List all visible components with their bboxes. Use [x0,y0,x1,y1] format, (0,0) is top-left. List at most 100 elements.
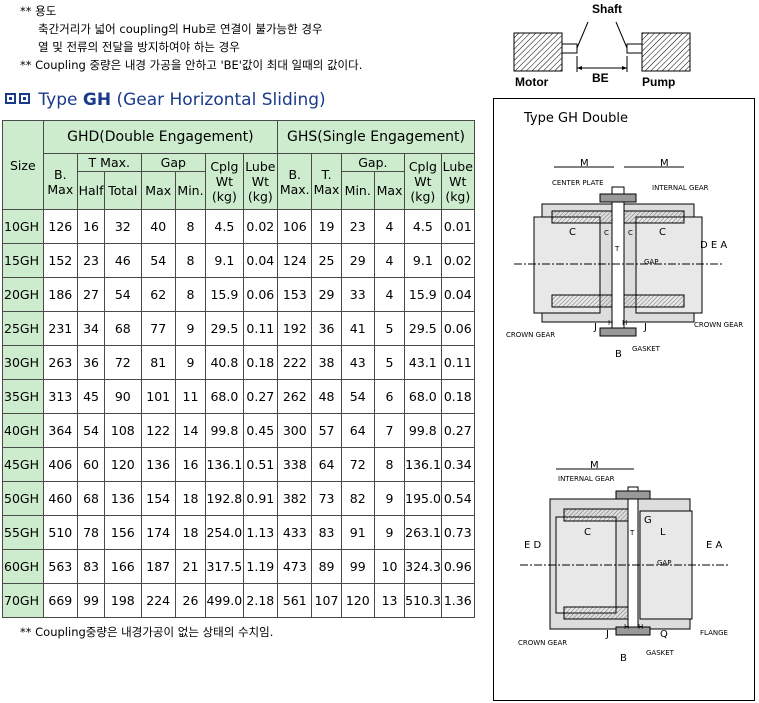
table-cell: 5 [373,311,406,346]
table-cell: 57 [311,413,342,448]
pump-shaft [626,43,643,54]
table-cell: 192 [277,311,313,346]
table-cell: 41 [340,311,375,346]
table-cell: 99.8 [205,413,244,448]
dim-h-left: H [608,319,613,327]
col-ghs-cplg-wt: Cplg Wt (kg) [404,153,442,210]
label-crown-gear-left: CROWN GEAR [506,331,555,339]
table-cell: 669 [42,583,79,618]
table-cell: 54 [76,413,106,448]
table-cell: 1.19 [242,549,279,584]
row-size: 60GH [2,549,44,584]
table-cell: 11 [174,379,207,414]
table-cell: 33 [340,277,375,312]
table-cell: 0.34 [440,447,476,482]
table-cell: 16 [174,447,207,482]
table-cell: 25 [311,243,342,278]
table-cell: 0.91 [242,481,279,516]
dim-j-right: J [643,322,647,333]
table-cell: 126 [42,209,79,244]
col-ghd-lube-wt: Lube Wt (kg) [242,153,279,210]
table-cell: 136 [104,481,142,516]
table-cell: 78 [76,515,106,550]
gh-spec-table: Size GHD(Double Engagement) GHS(Single E… [2,120,476,618]
col-ghd-t-max: T Max. [77,153,142,172]
table-cell: 8 [174,209,207,244]
dim-e-a: E A [706,540,722,551]
col-ghs-gap: Gap. [340,153,406,172]
table-cell: 166 [104,549,142,584]
table-cell: 8 [174,243,207,278]
table-cell: 324.3 [404,549,442,584]
table-cell: 0.51 [242,447,279,482]
table-cell: 54 [104,277,142,312]
table-cell: 15.9 [404,277,442,312]
table-cell: 16 [76,209,106,244]
row-size: 15GH [2,243,44,278]
table-cell: 0.27 [440,413,476,448]
label-crown-gear-b: CROWN GEAR [518,639,567,647]
table-cell: 99 [76,583,106,618]
dim-e-d: E D [524,540,541,551]
col-size: Size [2,120,44,210]
table-cell: 46 [104,243,142,278]
dim-g: G [644,515,652,526]
table-cell: 68.0 [404,379,442,414]
table-cell: 62 [140,277,176,312]
table-cell: 54 [140,243,176,278]
table-cell: 0.18 [242,345,279,380]
table-cell: 29 [311,277,342,312]
table-cell: 77 [140,311,176,346]
dim-t-b: T [629,529,635,537]
dim-h1-b: H [624,623,629,631]
table-cell: 83 [311,515,342,550]
table-cell: 9 [174,345,207,380]
dim-c: C [584,527,591,538]
motor-block [513,32,563,72]
table-cell: 38 [311,345,342,380]
dim-q: Q [660,629,668,640]
col-ghd-cplg-wt: Cplg Wt (kg) [205,153,244,210]
table-cell: 29.5 [205,311,244,346]
table-cell: 6 [373,379,406,414]
table-cell: 561 [277,583,313,618]
table-cell: 222 [277,345,313,380]
col-ghd-b-max: B. Max [42,153,79,210]
single-engagement-drawing: M INTERNAL GEAR G C T L GAP E D E A CROW… [518,460,730,664]
col-ghs-t-max: T. Max [311,153,342,210]
table-cell: 64 [340,413,375,448]
table-cell: 26 [174,583,207,618]
table-cell: 23 [76,243,106,278]
table-cell: 2.18 [242,583,279,618]
table-cell: 300 [277,413,313,448]
col-ghd-gap-max: Max [140,171,176,210]
table-cell: 187 [140,549,176,584]
table-cell: 14 [174,413,207,448]
label-crown-gear-right: CROWN GEAR [694,321,743,329]
label-gasket: GASKET [632,345,661,353]
table-cell: 510 [42,515,79,550]
row-size: 20GH [2,277,44,312]
table-cell: 13 [373,583,406,618]
table-cell: 9.1 [205,243,244,278]
table-cell: 34 [76,311,106,346]
table-cell: 23 [340,209,375,244]
label-internal-gear-b: INTERNAL GEAR [558,475,615,483]
dim-j-left: J [593,322,597,333]
row-size: 40GH [2,413,44,448]
row-size: 45GH [2,447,44,482]
dim-c3: C [628,229,633,237]
table-cell: 72 [104,345,142,380]
shaft-label: Shaft [592,2,622,16]
table-cell: 0.06 [242,277,279,312]
table-cell: 406 [42,447,79,482]
table-cell: 4 [373,277,406,312]
note-line: 열 및 전류의 전달을 방지하여야 하는 경우 [38,40,240,54]
table-cell: 21 [174,549,207,584]
